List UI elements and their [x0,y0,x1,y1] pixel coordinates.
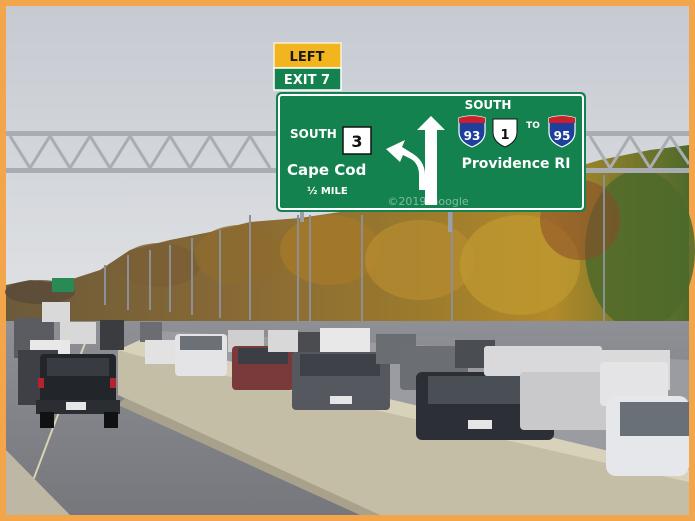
distant-sign [52,278,74,292]
exit-tab-left-text: LEFT [290,50,325,65]
tree-cluster [365,220,475,300]
route-3-shield [342,126,372,155]
exit-tab-number-text: EXIT 7 [284,73,330,88]
right-direction-text: SOUTH [465,98,512,112]
tree-cluster [280,215,380,285]
left-traffic [14,302,124,428]
right-traffic [140,322,689,476]
watermark-text: ©2019 Google [387,195,469,208]
right-destination-text: Providence RI [462,156,571,172]
left-direction-text: SOUTH [290,127,337,141]
to-text: TO [526,121,540,131]
interstate-95-shield-icon: 95 [548,115,576,148]
light-poles [104,175,605,355]
left-destination-text: Cape Cod [287,161,366,179]
left-curb [6,450,70,515]
left-distance-text: ½ MILE [307,186,348,197]
exit-tab-top [273,42,342,69]
route-3-number: 3 [351,132,362,151]
us-route-1-shield-icon: 1 [492,118,518,148]
exit-tab-bottom [273,67,342,91]
tree-cluster [120,243,200,287]
main-sign-border [278,94,584,210]
lane-arrow-icon [386,116,445,205]
tree-cluster [195,225,285,285]
barrier-base [118,398,380,515]
sign-post [448,212,452,232]
shield-95-number: 95 [554,129,571,143]
shield-93-number: 93 [464,129,481,143]
interstate-93-shield-icon: 93 [458,115,486,148]
sign-post [300,212,304,222]
shield-1-number: 1 [500,128,509,143]
